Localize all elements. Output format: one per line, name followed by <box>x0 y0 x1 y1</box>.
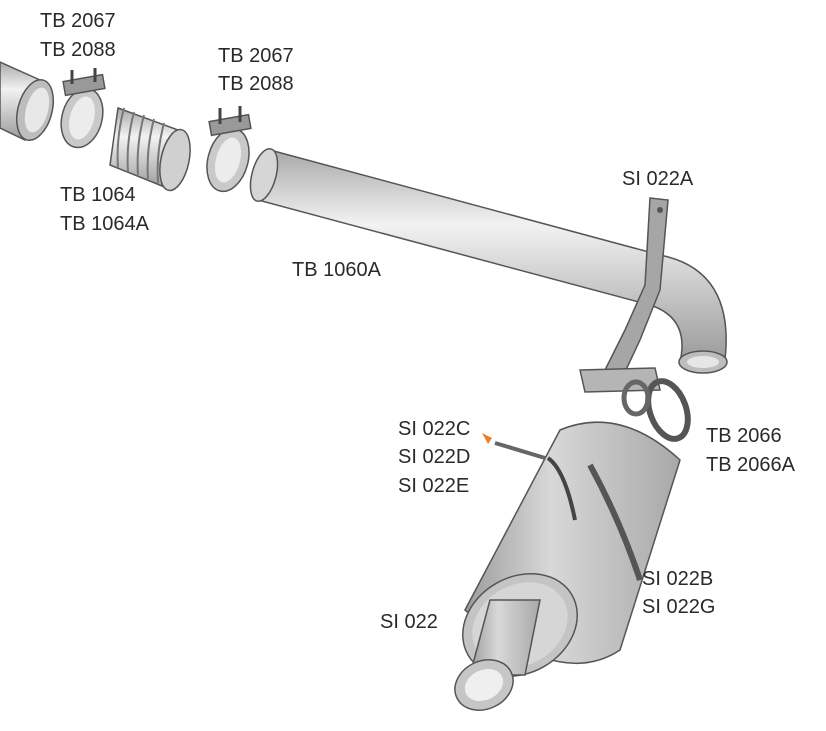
clamp-left <box>60 68 106 149</box>
inlet-pipe <box>0 61 55 142</box>
main-pipe <box>249 147 728 374</box>
label-bellows-2: TB 1064A <box>60 213 150 235</box>
label-clamp-left-2: TB 2088 <box>40 39 116 61</box>
label-bellows-1: TB 1064 <box>60 184 136 206</box>
muffler <box>454 421 681 711</box>
hanger-bracket <box>579 197 669 393</box>
label-bolt-2: SI 022D <box>398 446 470 468</box>
label-strap-1: SI 022B <box>642 568 713 590</box>
label-ring-clamp-1: TB 2066 <box>706 425 782 447</box>
bolt <box>482 433 546 460</box>
label-ring-clamp-2: TB 2066A <box>706 454 796 476</box>
label-main-pipe: TB 1060A <box>292 259 382 281</box>
label-bolt-1: SI 022C <box>398 418 470 440</box>
label-muffler: SI 022 <box>380 611 438 633</box>
label-strap-2: SI 022G <box>642 596 715 618</box>
orange-arrow-icon <box>482 433 492 444</box>
label-clamp-right-1: TB 2067 <box>218 45 294 67</box>
bellows <box>109 106 191 192</box>
label-clamp-right-2: TB 2088 <box>218 73 294 95</box>
label-hanger-bracket: SI 022A <box>622 168 694 190</box>
clamp-right <box>206 106 252 193</box>
label-clamp-left-1: TB 2067 <box>40 10 116 32</box>
ring-clamp <box>621 378 691 442</box>
label-bolt-3: SI 022E <box>398 475 469 497</box>
